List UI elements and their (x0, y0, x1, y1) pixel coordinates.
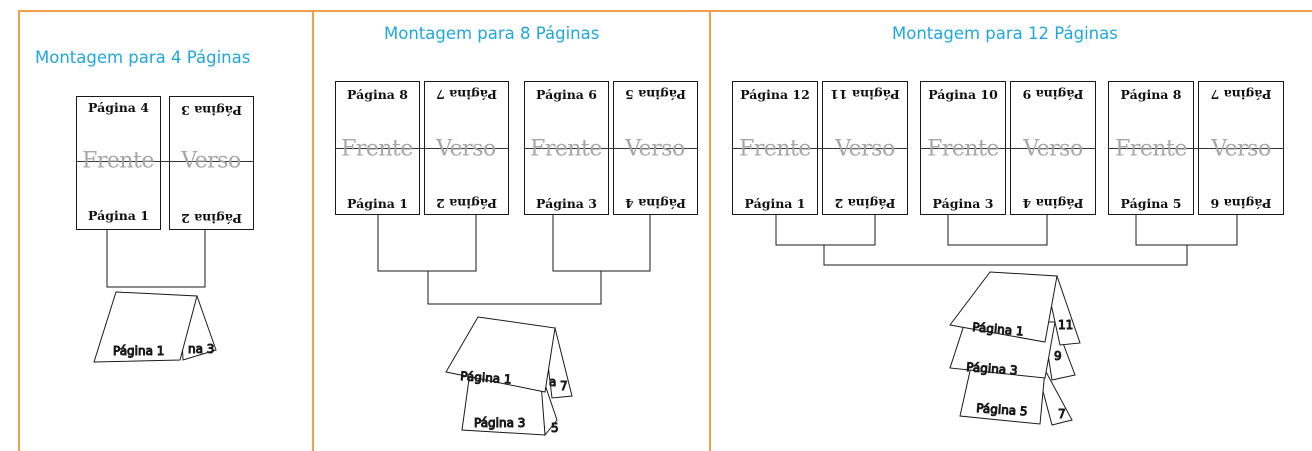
folded-booklet: Página 1 a 7 (445, 316, 573, 399)
booklet-front-label: Página 3 (474, 416, 525, 430)
panel-title: Montagem para 4 Páginas (35, 48, 251, 67)
booklet-front-label: Página 1 (460, 369, 512, 387)
folded-booklet: Página 1 11 (949, 271, 1081, 346)
booklet-front-label: Página 1 (113, 344, 164, 358)
front-watermark: Frente (341, 136, 413, 162)
back-watermark: Verso (835, 136, 895, 162)
page-label: Página 4 (88, 100, 149, 115)
panel-divider-1 (312, 10, 314, 451)
page-label: Página 3 (536, 196, 597, 211)
page-label: Página 8 (347, 87, 408, 102)
connector-bracket (552, 215, 651, 272)
front-watermark: Frente (82, 148, 154, 174)
connector-bracket (947, 215, 1048, 246)
booklet-back-label: 9 (1054, 349, 1062, 363)
booklet-back-number: 7 (560, 379, 568, 393)
connector-bracket (1135, 215, 1238, 246)
fold-line (76, 161, 254, 162)
connector-bracket (427, 271, 602, 305)
page-label: Página 1 (347, 196, 408, 211)
fold-line (1108, 148, 1284, 149)
fold-line (524, 148, 698, 149)
folded-booklet: Página 5 7 (959, 361, 1073, 426)
page-label: Página 3 (932, 196, 994, 211)
page-label: Página 1 (744, 196, 806, 211)
front-watermark: Frente (530, 136, 602, 162)
booklet-front-label: Página 3 (966, 360, 1018, 378)
fold-line (920, 148, 1096, 149)
folded-booklet: Página 1 na 3 (93, 291, 217, 363)
back-watermark: Verso (1023, 136, 1083, 162)
connector-bracket (823, 245, 1188, 266)
page-label: Página 5 (1120, 196, 1182, 211)
booklet-front-cover (445, 316, 556, 393)
front-watermark: Frente (927, 136, 999, 162)
back-watermark: Verso (181, 148, 241, 174)
fold-line (732, 148, 908, 149)
back-watermark: Verso (436, 136, 496, 162)
connector-bracket (106, 230, 206, 288)
booklet-front-label: Página 1 (972, 320, 1024, 338)
front-watermark: Frente (739, 136, 811, 162)
booklet-front-cover (949, 271, 1058, 343)
back-watermark: Verso (1211, 136, 1271, 162)
page-label: Página 1 (88, 208, 149, 223)
page-label: Página 8 (1120, 87, 1182, 102)
page-front: Página 4 Página 1 (76, 96, 161, 230)
frame-left-line (18, 10, 20, 451)
page-back: Página 3 Página 2 (169, 96, 254, 230)
booklet-back-label: na 3 (188, 342, 214, 356)
booklet-back-label: 11 (1058, 318, 1073, 332)
booklet-back-label: a (549, 375, 556, 389)
fold-line (335, 148, 509, 149)
front-watermark: Frente (1115, 136, 1187, 162)
back-watermark: Verso (625, 136, 685, 162)
booklet-back-label: 7 (1058, 407, 1066, 421)
booklet-back-label: 5 (551, 421, 559, 435)
page-label: Página 6 (536, 87, 597, 102)
booklet-front-cover (93, 291, 198, 363)
page-label: Página 10 (928, 87, 998, 102)
booklet-front-label: Página 5 (976, 401, 1028, 419)
page-label: Página 12 (740, 87, 810, 102)
panel-title: Montagem para 12 Páginas (892, 24, 1118, 43)
connector-bracket (775, 215, 876, 246)
panel-title: Montagem para 8 Páginas (384, 24, 600, 43)
frame-top-line (18, 10, 1312, 12)
connector-bracket (377, 215, 477, 272)
panel-divider-2 (709, 10, 711, 451)
